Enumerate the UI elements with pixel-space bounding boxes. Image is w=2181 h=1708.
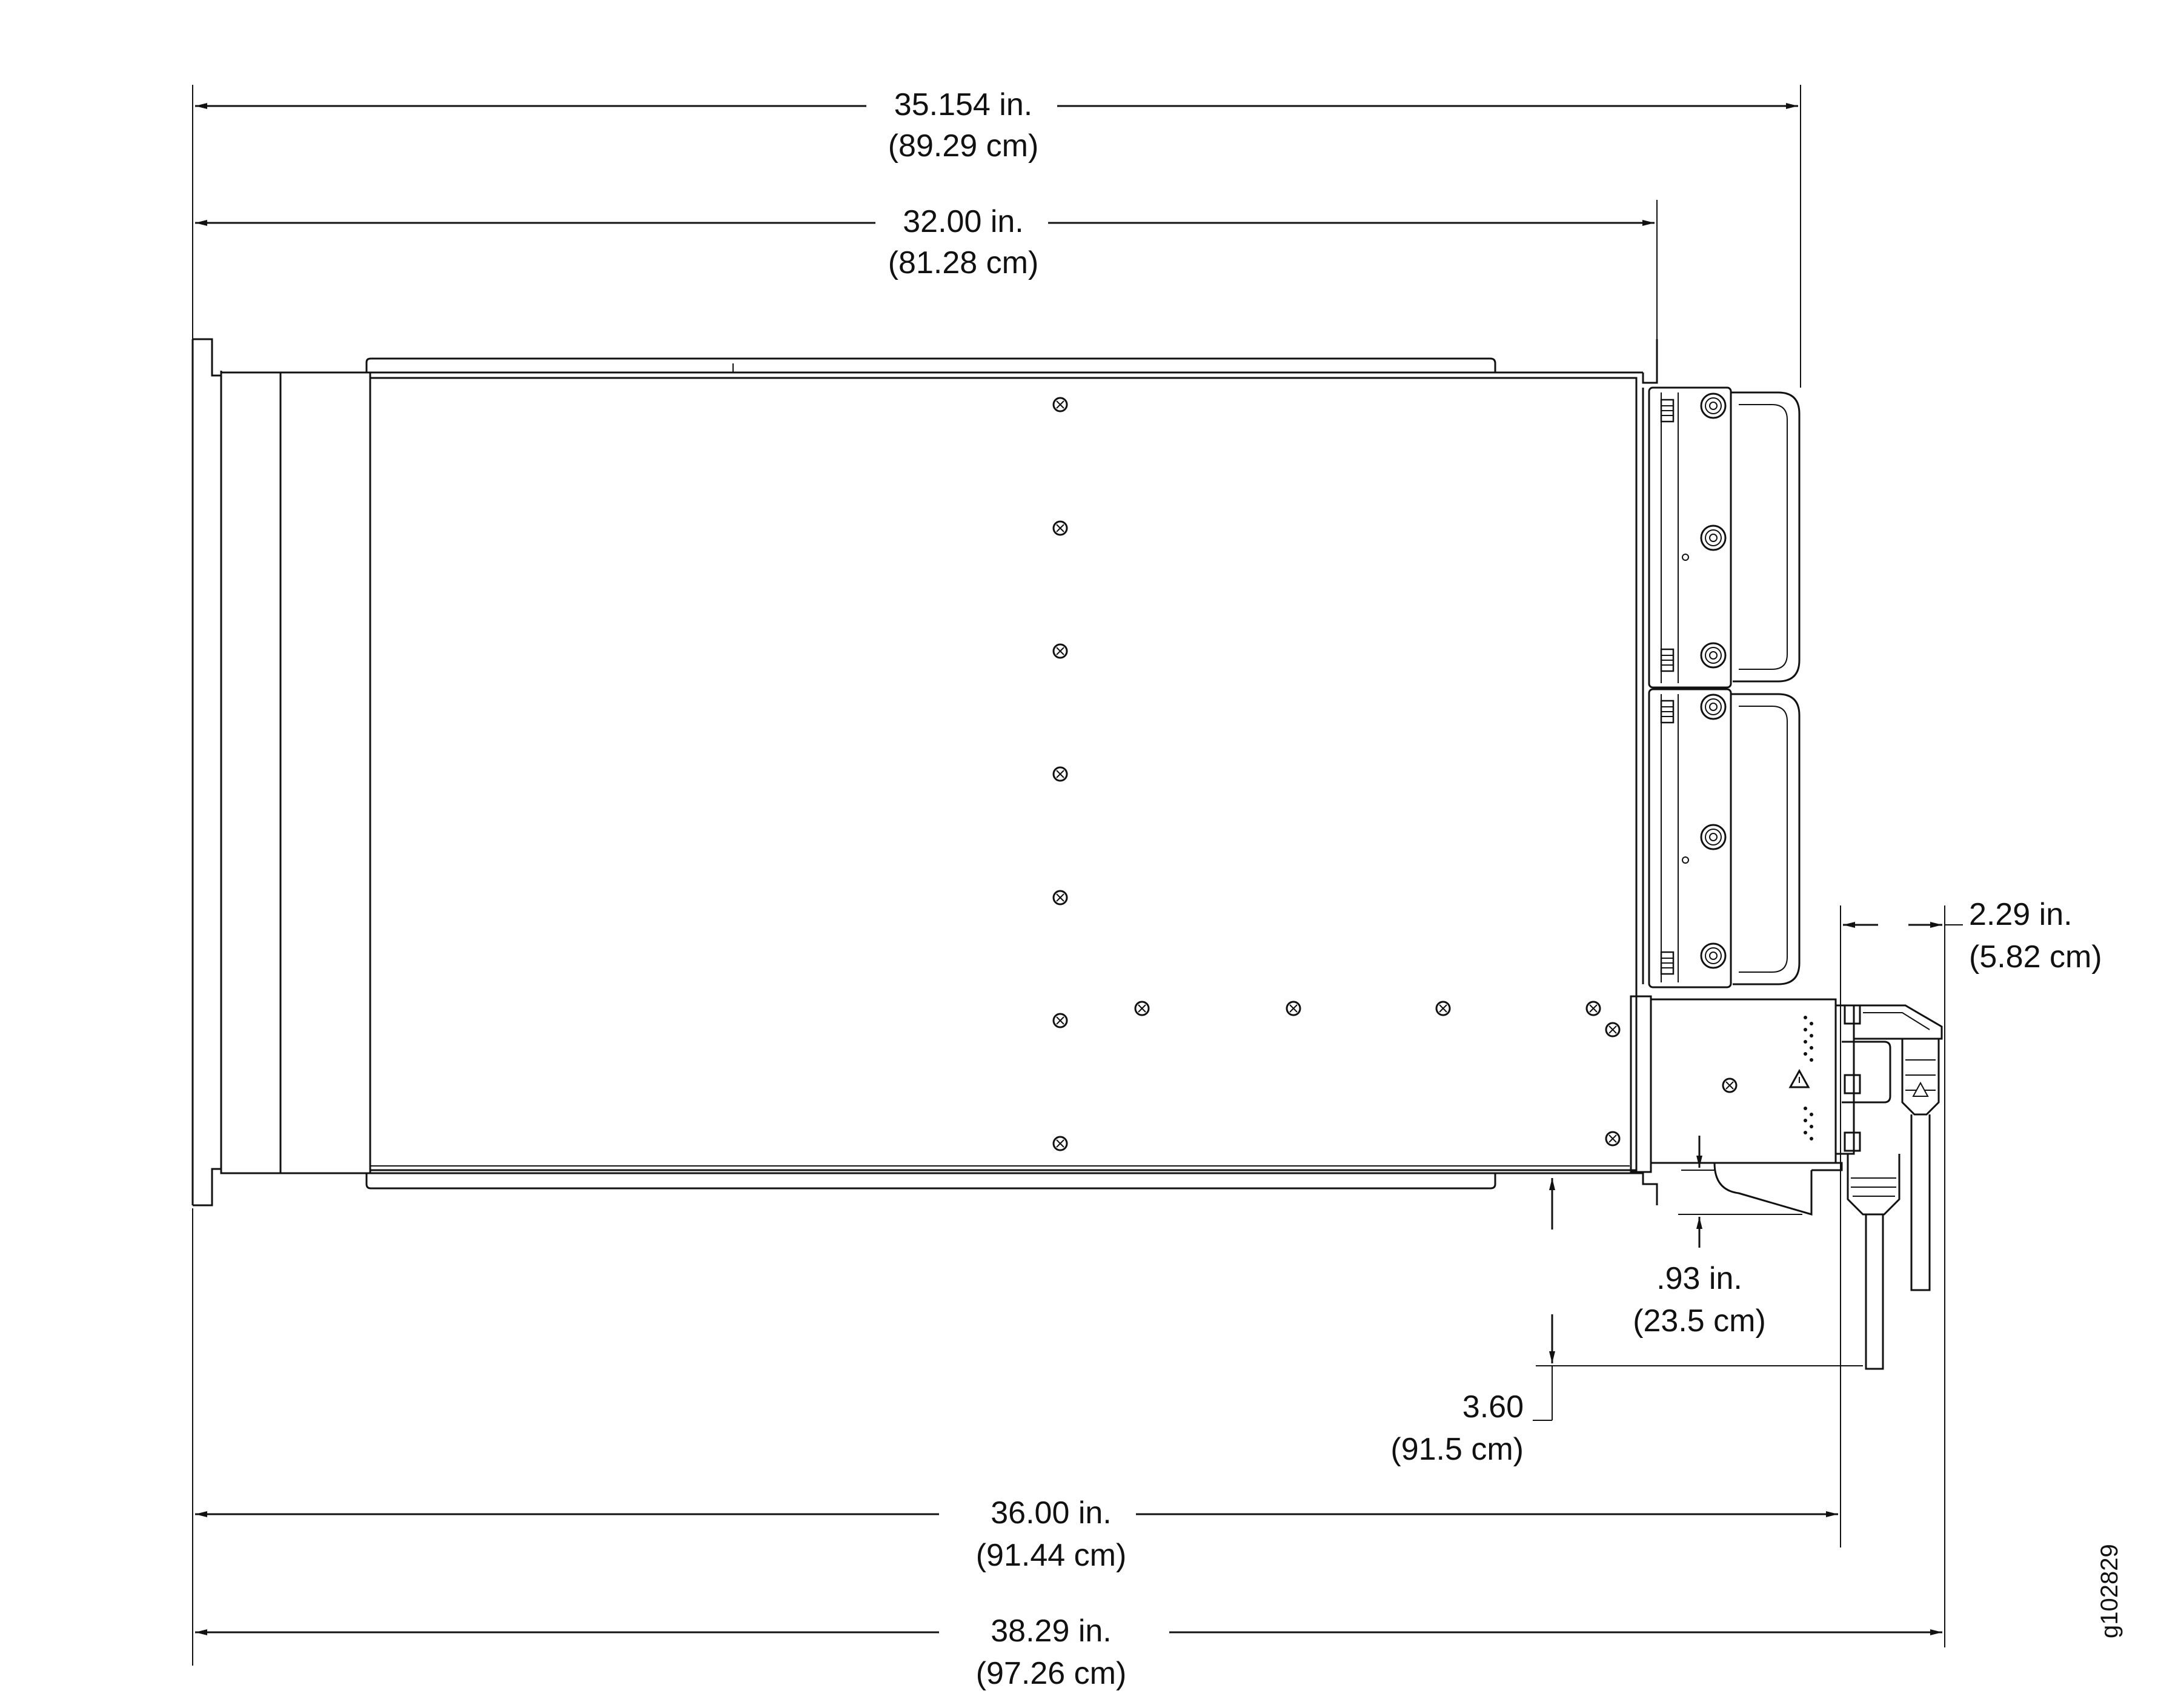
dimension-bend-radius: 3.60 (91.5 cm) xyxy=(1390,1178,1863,1467)
cover-screws xyxy=(1052,397,1621,1151)
screw-icon xyxy=(1435,1001,1451,1016)
captive-screw-icon xyxy=(1700,942,1727,969)
vent-pattern xyxy=(1804,1016,1813,1140)
screw-icon xyxy=(1052,520,1068,536)
warning-triangle-icon xyxy=(1912,1081,1929,1097)
screw-icon xyxy=(1052,1013,1068,1028)
captive-screw-icon xyxy=(1700,392,1727,419)
captive-screw-icon xyxy=(1700,824,1727,850)
dim-229-inches: 2.29 in. xyxy=(1969,897,2073,932)
dim-3829-cm: (97.26 cm) xyxy=(976,1656,1127,1691)
dimension-chassis-depth: 32.00 in. (81.28 cm) xyxy=(195,200,1658,339)
dim-229-cm: (5.82 cm) xyxy=(1969,939,2102,975)
dim-360-cm: (91.5 cm) xyxy=(1390,1432,1524,1467)
screw-icon xyxy=(1052,766,1068,782)
dimension-depth-with-psu: 36.00 in. (91.44 cm) xyxy=(192,1208,1838,1666)
captive-screw-icon xyxy=(1700,525,1727,551)
power-supply-module xyxy=(1630,995,1943,1216)
dimension-psu-protrusion: 2.29 in. (5.82 cm) xyxy=(1840,897,2102,1647)
screw-icon xyxy=(1585,1001,1601,1016)
figure-id: g102829 xyxy=(2096,1544,2123,1638)
dim-35154-inches: 35.154 in. xyxy=(894,87,1032,122)
dim-35154-cm: (89.29 cm) xyxy=(888,128,1039,164)
power-cable-icon xyxy=(1847,1039,1940,1370)
dim-360-inches: 3.60 xyxy=(1462,1389,1524,1425)
chassis-body xyxy=(191,338,1658,1207)
dim-3200-inches: 32.00 in. xyxy=(903,204,1024,239)
captive-screw-icon xyxy=(1700,642,1727,669)
fan-module-lower xyxy=(1648,688,1801,988)
dimension-overall-depth-handles: 35.154 in. (89.29 cm) xyxy=(192,85,1801,388)
dim-093-cm: (23.5 cm) xyxy=(1633,1303,1766,1339)
fan-module-handle-icon xyxy=(1731,391,1801,683)
dim-3829-inches: 38.29 in. xyxy=(991,1614,1112,1649)
screw-icon xyxy=(1052,890,1068,905)
dimension-depth-with-cables: 38.29 in. (97.26 cm) xyxy=(195,1614,1942,1691)
fan-module-upper xyxy=(1648,386,1801,689)
dim-3600-inches: 36.00 in. xyxy=(991,1495,1112,1531)
captive-screw-icon xyxy=(1700,693,1727,720)
screw-icon xyxy=(1722,1077,1738,1093)
screw-icon xyxy=(1052,397,1068,412)
screw-icon xyxy=(1134,1001,1150,1016)
screw-icon xyxy=(1052,1136,1068,1151)
fan-module-handle-icon xyxy=(1731,693,1801,985)
screw-icon xyxy=(1605,1131,1621,1147)
dimension-cable-clearance: .93 in. (23.5 cm) xyxy=(1633,1136,1802,1339)
dim-093-inches: .93 in. xyxy=(1656,1261,1742,1296)
screw-icon xyxy=(1605,1022,1621,1038)
screw-icon xyxy=(1052,643,1068,659)
screw-icon xyxy=(1286,1001,1301,1016)
dim-3200-cm: (81.28 cm) xyxy=(888,245,1039,280)
dim-3600-cm: (91.44 cm) xyxy=(976,1538,1127,1573)
